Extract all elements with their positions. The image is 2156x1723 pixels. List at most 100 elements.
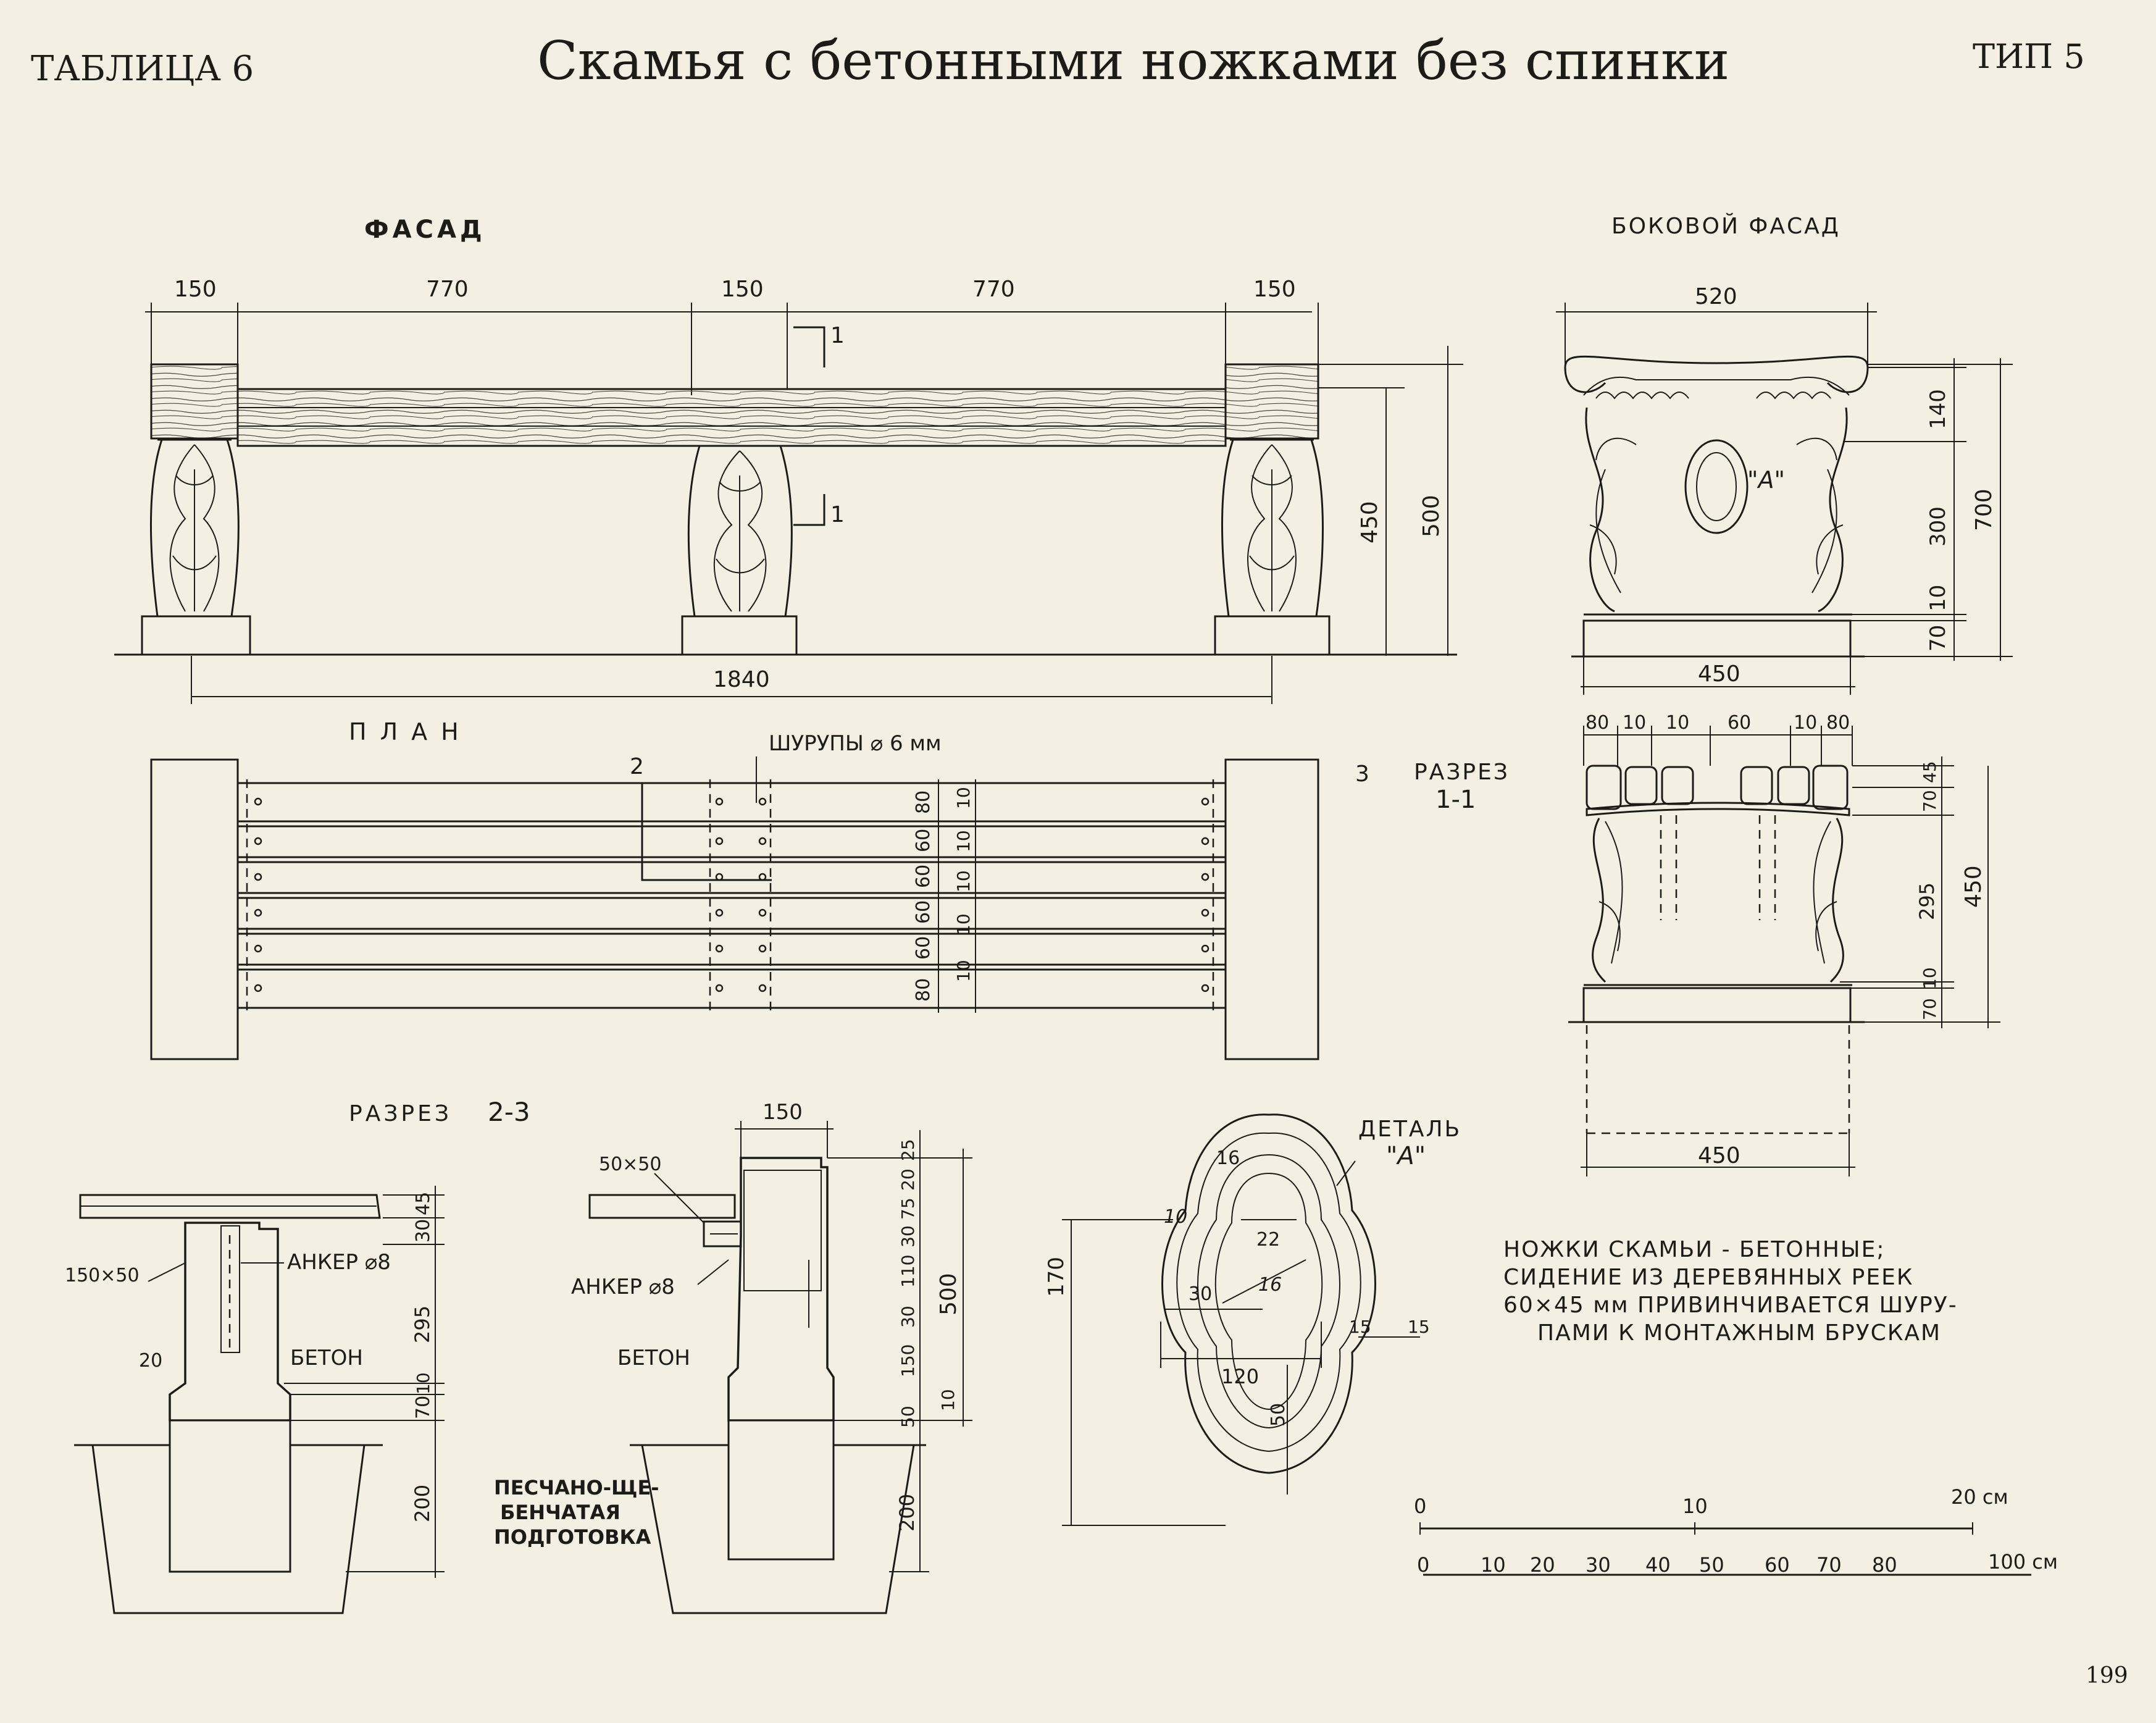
section-b-drawing: 150 50×50 АНКЕР ⌀8 БЕТОН ПЕСЧАНО-ЩЕ- БЕН… (494, 1100, 972, 1614)
secb-dim-150: 150 (898, 1344, 918, 1377)
sec11-dim-45: 45 (1920, 761, 1940, 783)
sec11-dim-top-4: 60 (1728, 712, 1751, 734)
scale-bottom-30: 30 (1586, 1553, 1611, 1577)
plan-title: ПЛАН (349, 718, 472, 745)
detail-dim-15b: 15 (1408, 1317, 1430, 1337)
facade-title: ФАСАД (364, 216, 486, 244)
facade-dim-500: 500 (1419, 495, 1444, 537)
sec11-dim-10: 10 (1920, 967, 1940, 989)
sec11-dim-top-3: 10 (1666, 712, 1689, 734)
detail-dim-16b: 16 (1258, 1274, 1282, 1296)
plan-gap-dim-3: 10 (953, 870, 974, 892)
note-line-4: ПАМИ К МОНТАЖНЫМ БРУСКАМ (1537, 1320, 1941, 1346)
secb-concrete-label: БЕТОН (617, 1346, 690, 1370)
sec11-dim-total: 450 (1961, 865, 1986, 908)
secb-dim-total: 500 (936, 1273, 961, 1315)
sec23-dim-20: 20 (139, 1350, 162, 1372)
detail-dim-120: 120 (1221, 1365, 1259, 1388)
plan-cut-3: 3 (1355, 761, 1369, 787)
plan-gap-dim-1: 10 (953, 787, 974, 809)
facade-end-block-right (1224, 363, 1319, 440)
plan-seat-slats (236, 779, 1227, 1013)
scale-bottom-80: 80 (1872, 1553, 1897, 1577)
section-1-1-title: РАЗРЕЗ (1414, 760, 1510, 785)
facade-section-mark-top: 1 (830, 323, 845, 348)
facade-leg-middle (681, 445, 798, 656)
side-dim-300: 300 (1926, 506, 1950, 547)
facade-dim-total: 1840 (713, 667, 770, 692)
facade-dim-top-1: 150 (174, 277, 217, 302)
page-title: Скамья с бетонными ножками без спинки (537, 30, 1729, 92)
section-2-3-number: 2-3 (488, 1097, 530, 1127)
facade-dim-top-3: 150 (721, 277, 764, 302)
secb-foundation-2: БЕНЧАТАЯ (500, 1501, 620, 1524)
detail-a-label: "А" (1386, 1142, 1426, 1170)
facade-leg-right (1214, 438, 1331, 656)
note-block: НОЖКИ СКАМЬИ - БЕТОННЫЕ; СИДЕНИЕ ИЗ ДЕРЕ… (1503, 1237, 1958, 1346)
sec23-concrete-label: БЕТОН (290, 1346, 363, 1370)
secb-dim-50: 50 (898, 1406, 918, 1428)
scale-bottom-100: 100 см (1988, 1550, 2058, 1574)
sec23-beam-label: 150×50 (65, 1265, 140, 1286)
section-2-3-title: РАЗРЕЗ (349, 1101, 452, 1126)
side-facade-detail-ref: "А" (1747, 466, 1785, 493)
plan-gap-dim-5: 10 (953, 960, 974, 982)
sec11-slats (1586, 765, 1850, 816)
secb-foundation-1: ПЕСЧАНО-ЩЕ- (494, 1476, 659, 1499)
facade-dim-top-4: 770 (972, 277, 1015, 302)
secb-bar-label: 50×50 (599, 1154, 661, 1175)
plan-end-block-right (1224, 758, 1319, 1060)
page-number: 199 (2086, 1663, 2128, 1688)
facade-drawing: ФАСАД 150 770 150 770 150 1 1 (114, 216, 1463, 704)
secb-anchor-label: АНКЕР ⌀8 (571, 1275, 675, 1299)
scale-bottom-60: 60 (1765, 1553, 1790, 1577)
plan-slat-dim-6: 80 (913, 978, 934, 1002)
scale-top-0: 0 (1414, 1495, 1426, 1518)
scale-top-20: 20 см (1951, 1485, 2008, 1509)
side-facade-drawing: БОКОВОЙ ФАСАД 520 "А" 140 300 10 (1556, 213, 2013, 695)
detail-a-title: ДЕТАЛЬ (1358, 1117, 1461, 1142)
sec11-dim-bottom: 450 (1698, 1143, 1740, 1168)
sec11-dim-70b: 70 (1920, 998, 1940, 1020)
sec11-dim-top-5: 10 (1794, 712, 1817, 734)
section-1-1-number: 1-1 (1435, 786, 1476, 814)
detail-dim-50: 50 (1268, 1403, 1289, 1427)
secb-foundation-3: ПОДГОТОВКА (494, 1525, 651, 1549)
scale-top-10: 10 (1682, 1495, 1708, 1518)
plan-slat-dim-5: 60 (913, 936, 934, 960)
plan-slat-dim-1: 80 (913, 790, 934, 814)
scale-bottom-40: 40 (1645, 1553, 1671, 1577)
detail-a-drawing: ДЕТАЛЬ "А" 170 16 10 22 30 16 15 15 120 … (1044, 1113, 1461, 1526)
sec23-dim-70: 70 (412, 1396, 434, 1419)
plan-end-block-left (150, 758, 239, 1060)
sec23-dim-295: 295 (411, 1306, 434, 1343)
plan-gap-dim-4: 10 (953, 913, 974, 936)
secb-dim-25: 25 (898, 1139, 918, 1161)
scale-bars: 0 10 20 см 0 10 20 30 40 50 60 70 80 100… (1414, 1485, 2058, 1577)
sec11-dim-top-1: 80 (1586, 712, 1609, 734)
secb-dim-10: 10 (938, 1389, 958, 1411)
scale-bottom-0: 0 (1417, 1553, 1429, 1577)
side-facade-dim-top: 520 (1695, 284, 1737, 309)
section-1-1-drawing: РАЗРЕЗ 1-1 80 10 10 60 10 80 (1414, 712, 2000, 1176)
plan-slat-dim-4: 60 (913, 900, 934, 924)
section-2-3-drawing: РАЗРЕЗ 2-3 150×50 АНКЕР ⌀8 БЕТОН 20 45 3… (65, 1097, 530, 1614)
detail-dim-170: 170 (1044, 1257, 1069, 1297)
secb-dim-200: 200 (895, 1494, 919, 1532)
facade-seat (236, 388, 1227, 447)
side-facade-dim-bottom: 450 (1698, 661, 1740, 687)
facade-section-mark-bottom: 1 (830, 502, 845, 527)
plan-gap-dim-2: 10 (953, 830, 974, 852)
note-line-3: 60×45 мм ПРИВИНЧИВАЕТСЯ ШУРУ- (1503, 1293, 1958, 1318)
note-line-2: СИДЕНИЕ ИЗ ДЕРЕВЯННЫХ РЕЕК (1503, 1265, 1913, 1290)
secb-dim-30b: 30 (898, 1306, 918, 1328)
secb-dim-75: 75 (898, 1197, 918, 1220)
plan-drawing: ПЛАН ШУРУПЫ ⌀ 6 мм 2 3 (150, 718, 1369, 1060)
secb-dim-110: 110 (898, 1255, 918, 1288)
note-line-1: НОЖКИ СКАМЬИ - БЕТОННЫЕ; (1503, 1237, 1886, 1262)
sec23-anchor-label: АНКЕР ⌀8 (287, 1250, 391, 1275)
sec23-dim-45: 45 (412, 1192, 434, 1215)
plan-screws-label: ШУРУПЫ ⌀ 6 мм (769, 731, 942, 756)
sec23-dim-200: 200 (411, 1485, 434, 1522)
